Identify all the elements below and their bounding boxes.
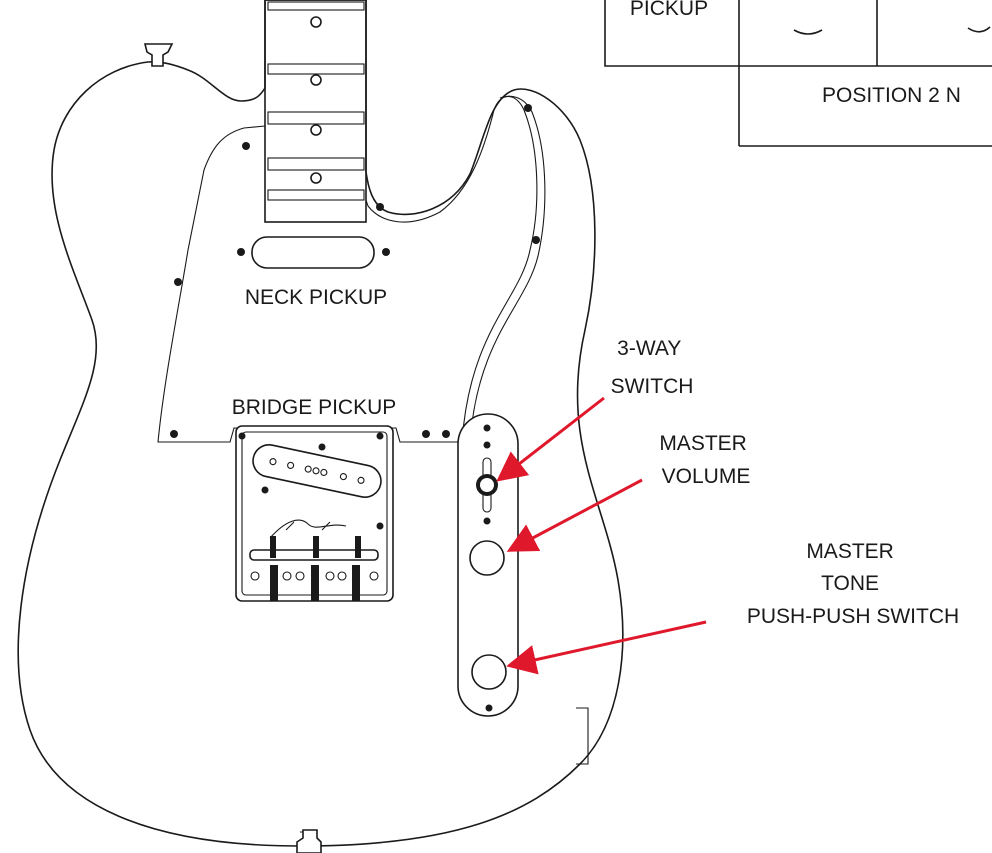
fender-logo — [269, 519, 347, 539]
control-plate — [457, 413, 519, 717]
switch-arrow — [496, 396, 605, 482]
strap-button-bottom — [296, 829, 322, 853]
tone-arrow — [506, 620, 707, 675]
volume-knob — [469, 540, 505, 576]
pickguard — [157, 95, 546, 443]
volume-arrow — [506, 478, 643, 552]
neck-pickup-label: NECK PICKUP — [245, 286, 387, 309]
table-row-header: PICKUP — [630, 0, 708, 20]
master-volume-label: MASTER VOLUME — [659, 432, 752, 488]
pickguard-screws — [170, 104, 540, 438]
bridge-pickup-label: BRIDGE PICKUP — [232, 396, 397, 419]
strap-button-top — [143, 43, 174, 67]
master-tone-label: MASTER TONE PUSH-PUSH SWITCH — [747, 540, 959, 628]
tone-knob — [471, 654, 507, 690]
position-table: PICKUP POSITION 2 N — [604, 0, 992, 147]
neck-pickup — [237, 236, 390, 269]
saddles — [249, 536, 379, 601]
switch-slot — [476, 457, 498, 513]
table-position-caption: POSITION 2 N — [822, 84, 961, 107]
three-way-switch-label: 3-WAY SWITCH — [611, 337, 694, 398]
bridge — [235, 425, 394, 602]
bridge-pickup — [252, 444, 382, 498]
fret-inlays — [310, 16, 322, 184]
neck — [264, 0, 367, 223]
